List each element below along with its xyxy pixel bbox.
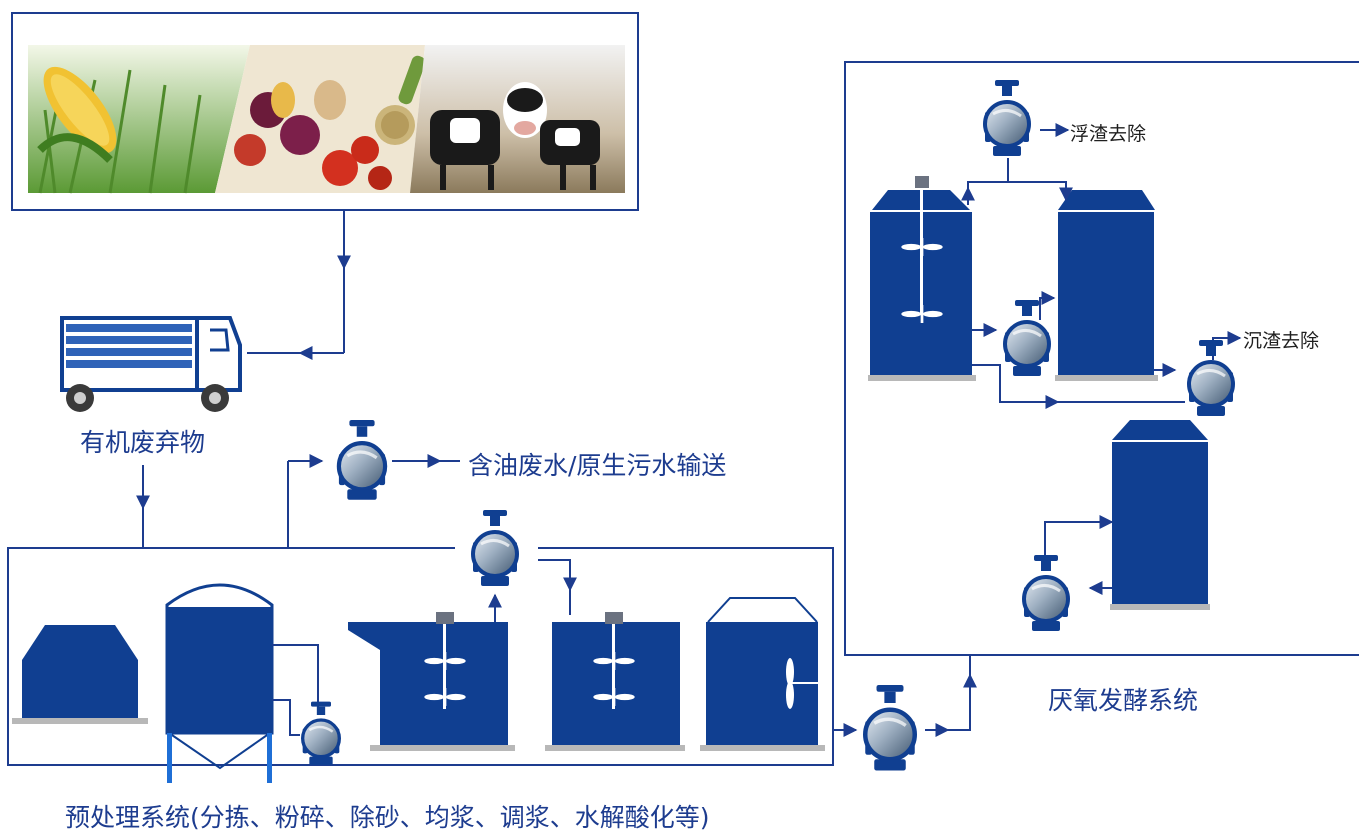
sludge-removal-label: 沉渣去除 [1243, 330, 1320, 352]
adjusting-tank [545, 612, 685, 751]
feedstock-image-panel [11, 12, 639, 211]
anaerobic-label: 厌氧发酵系统 [1048, 686, 1199, 715]
oily-wastewater-label: 含油废水/原生污水输送 [468, 451, 727, 480]
silo-tank [165, 583, 274, 783]
scum-pump [985, 80, 1029, 156]
sludge-pump [1189, 340, 1233, 416]
digester-tank-2 [1055, 190, 1158, 381]
homogenizing-tank [348, 612, 515, 751]
organic-waste-label: 有机废弃物 [80, 428, 206, 457]
digester3-pump [1024, 555, 1068, 631]
truck-icon [60, 316, 242, 412]
corn-field-image [28, 45, 250, 194]
hydrolysis-tank [700, 597, 825, 751]
circulation-pump [1005, 300, 1049, 376]
scum-removal-label: 浮渣去除 [1070, 123, 1147, 145]
pretreatment-section [7, 510, 834, 783]
transfer-pump [471, 510, 519, 588]
digester-tank-1 [868, 176, 976, 381]
oily-wastewater-pump [339, 420, 385, 500]
pretreatment-pump-1 [300, 700, 342, 767]
receiving-tank [12, 625, 148, 724]
anaerobic-section [844, 61, 1359, 656]
digester-tank-3 [1110, 420, 1210, 610]
pretreatment-label: 预处理系统(分拣、粉碎、除砂、均浆、调浆、水解酸化等) [65, 798, 710, 834]
fruits-grains-image [215, 45, 426, 193]
pretreatment-title: 预处理系统 [65, 803, 191, 832]
pretreatment-detail: (分拣、粉碎、除砂、均浆、调浆、水解酸化等) [190, 803, 710, 832]
feed-pump-anaerobic [865, 685, 915, 771]
feed-flow-lines [136, 210, 460, 548]
dairy-cows-image [410, 45, 625, 193]
